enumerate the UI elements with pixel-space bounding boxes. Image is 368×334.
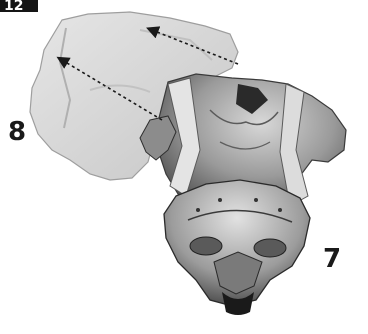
part-label-back-plate: 8 bbox=[8, 117, 26, 147]
part-label-chest: 7 bbox=[323, 244, 341, 274]
chest-part bbox=[140, 74, 346, 315]
